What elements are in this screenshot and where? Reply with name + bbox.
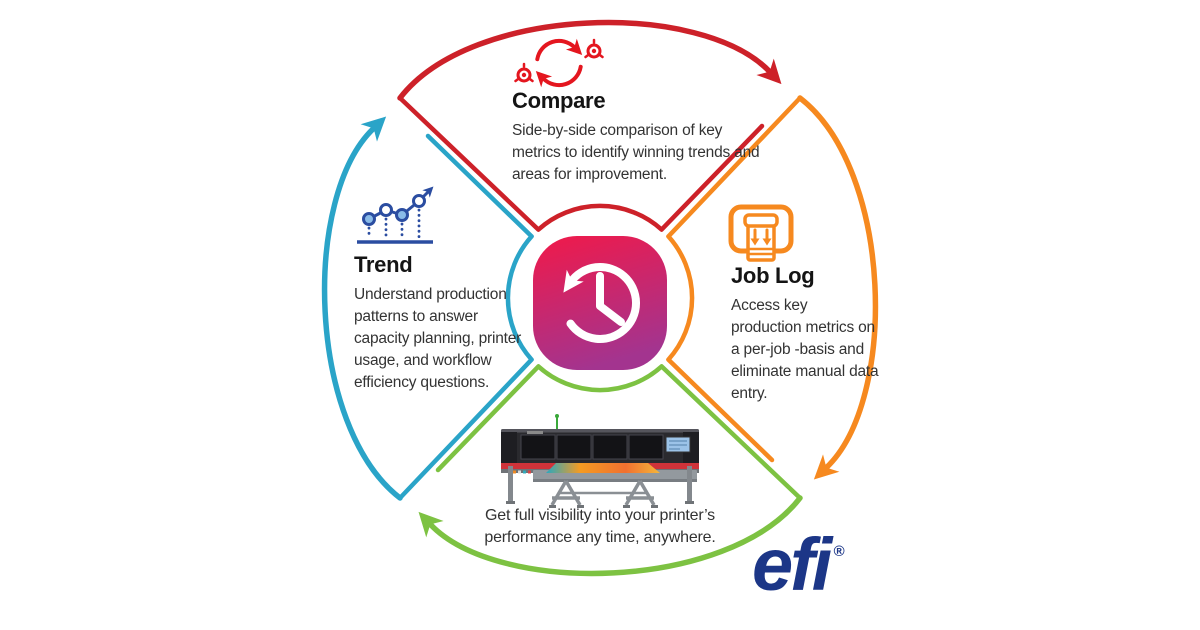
trend-description: Understand production patterns to answer… <box>354 286 522 391</box>
visibility-caption: Get full visibility into your printer’s … <box>420 505 780 549</box>
section-compare: Compare Side-by-side comparison of key m… <box>512 88 764 186</box>
caption-line-1: Get full visibility into your printer’s <box>485 507 715 524</box>
quadrant-arc-compare <box>397 19 782 232</box>
sync-node-dot <box>514 62 534 83</box>
time-machine-clock-icon <box>533 236 667 370</box>
section-trend: Trend Understand production patterns to … <box>354 252 526 394</box>
efi-logo-text: efi <box>752 523 832 606</box>
section-joblog: Job Log Access key production metrics on… <box>731 263 879 405</box>
caption-line-2: performance any time, anywhere. <box>484 529 716 546</box>
joblog-description: Access key production metrics on a per-j… <box>731 297 879 402</box>
printed-artwork <box>546 463 660 473</box>
printer-log-icon <box>728 204 794 262</box>
printer-legs <box>550 480 656 506</box>
joblog-title: Job Log <box>731 263 815 288</box>
registered-mark: ® <box>833 543 845 560</box>
efi-logo: efi® <box>752 528 844 623</box>
compare-description: Side-by-side comparison of key metrics t… <box>512 122 760 183</box>
sync-node-dot <box>584 38 604 59</box>
quadrant-arc-trend <box>321 116 534 501</box>
quadrant-arc-joblog <box>666 95 879 480</box>
trend-chart-icon <box>357 186 434 244</box>
trend-title: Trend <box>354 252 413 277</box>
sync-arrows-icon <box>514 38 604 88</box>
clock-hands <box>596 272 625 326</box>
quadrant-arc-visibility <box>418 364 803 577</box>
wide-format-printer-photo <box>501 414 699 508</box>
compare-title: Compare <box>512 88 606 113</box>
